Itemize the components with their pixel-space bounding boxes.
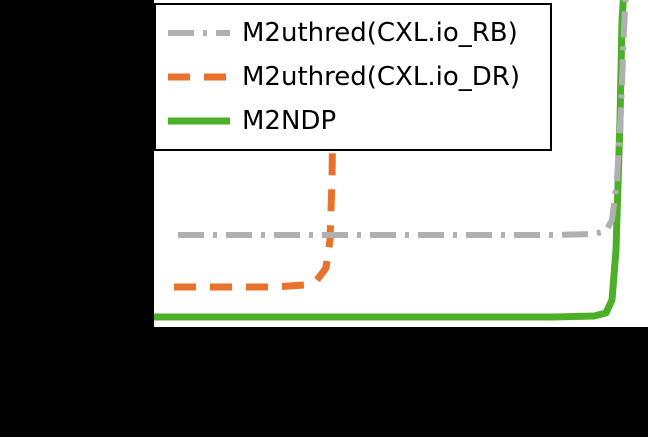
legend-swatch-dashed-icon bbox=[168, 73, 230, 81]
series-line-cxlio-rb bbox=[178, 0, 629, 238]
series-line-cxlio-dr bbox=[174, 0, 338, 291]
series-line-m2ndp bbox=[154, 0, 627, 321]
legend-swatch-dashdot-icon bbox=[168, 30, 230, 36]
legend-item-cxlio-dr: M2uthred(CXL.io_DR) bbox=[166, 55, 540, 99]
legend-label-m2ndp: M2NDP bbox=[242, 106, 337, 136]
legend-label-cxlio-dr: M2uthred(CXL.io_DR) bbox=[242, 62, 520, 92]
chart-legend: M2uthred(CXL.io_RB) M2uthred(CXL.io_DR) … bbox=[154, 3, 552, 151]
legend-swatch-solid-icon bbox=[168, 117, 230, 125]
legend-item-m2ndp: M2NDP bbox=[166, 99, 540, 143]
legend-label-cxlio-rb: M2uthred(CXL.io_RB) bbox=[242, 18, 518, 48]
plot-svg bbox=[154, 0, 629, 321]
legend-item-cxlio-rb: M2uthred(CXL.io_RB) bbox=[166, 11, 540, 55]
